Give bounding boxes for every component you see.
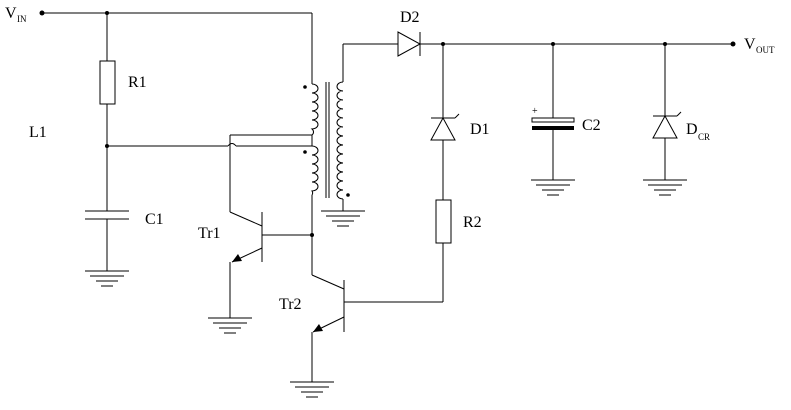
resistor-r1: R1	[99, 13, 147, 211]
c2-label: C2	[582, 117, 601, 134]
tr1-collector-wire	[229, 134, 312, 212]
c2-plus-sign: +	[532, 106, 538, 117]
vin-rail-wire	[42, 11, 313, 84]
capacitor-c1: C1	[85, 210, 164, 271]
ground-secondary	[321, 199, 365, 227]
tr1-label: Tr1	[198, 225, 221, 242]
vout-label: V	[744, 36, 756, 53]
dcr-subscript: CR	[698, 132, 710, 142]
transformer-l1	[303, 81, 350, 235]
resistor-r2: R2	[435, 199, 482, 302]
vin-terminal: V IN	[5, 5, 45, 24]
c1-label: C1	[145, 211, 164, 228]
ground-tr1	[208, 317, 252, 334]
d1-label: D1	[470, 121, 490, 138]
transistor-tr1: Tr1	[198, 211, 314, 318]
tr2-label: Tr2	[279, 296, 302, 313]
dcr-label: D	[686, 121, 698, 138]
secondary-top-wire	[342, 43, 398, 82]
ground-dcr	[643, 179, 687, 196]
vin-label: V	[5, 5, 17, 22]
vout-subscript: OUT	[756, 45, 775, 55]
zener-diode-d1: D1	[430, 44, 490, 200]
vin-subscript: IN	[17, 14, 27, 24]
r1-label: R1	[128, 74, 147, 91]
zener-diode-dcr: D CR	[652, 44, 710, 180]
d2-label: D2	[400, 9, 420, 26]
diode-d2: D2	[397, 9, 733, 57]
ground-tr2	[290, 381, 334, 398]
feedback-wire	[107, 143, 312, 147]
capacitor-c2: + C2	[531, 44, 601, 180]
ground-c1	[85, 270, 129, 287]
vout-terminal: V OUT	[730, 36, 775, 55]
ground-c2	[531, 179, 575, 196]
r2-label: R2	[463, 214, 482, 231]
transistor-tr2: Tr2	[279, 235, 443, 382]
l1-label: L1	[29, 124, 47, 141]
